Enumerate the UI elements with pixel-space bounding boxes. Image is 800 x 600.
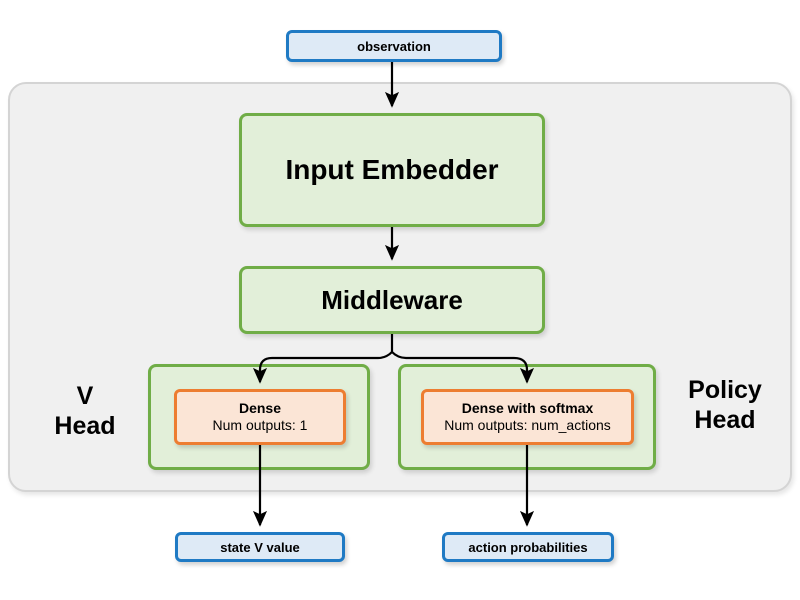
v-head-dense-title: Dense (238, 399, 282, 416)
policy-head-label-line1: Policy (688, 376, 762, 404)
observation-input-box[interactable]: observation (286, 30, 502, 62)
policy-head-dense-title: Dense with softmax (461, 399, 594, 416)
policy-head-dense-box[interactable]: Dense with softmax Num outputs: num_acti… (421, 389, 634, 445)
action-probabilities-label: action probabilities (468, 539, 588, 555)
policy-head-label: Policy Head (660, 376, 790, 435)
policy-head-dense-subtitle: Num outputs: num_actions (444, 417, 611, 433)
v-head-label: V Head (30, 382, 140, 441)
policy-head-label-line2: Head (694, 405, 756, 434)
v-head-label-line1: V (76, 382, 94, 410)
state-v-value-label: state V value (220, 539, 300, 555)
middleware-box[interactable]: Middleware (239, 266, 545, 334)
v-head-dense-box[interactable]: Dense Num outputs: 1 (174, 389, 346, 445)
v-head-dense-subtitle: Num outputs: 1 (212, 417, 308, 433)
action-probabilities-output-box[interactable]: action probabilities (442, 532, 614, 562)
input-embedder-label: Input Embedder (285, 154, 499, 185)
state-v-value-output-box[interactable]: state V value (175, 532, 345, 562)
input-embedder-box[interactable]: Input Embedder (239, 113, 545, 227)
observation-label: observation (357, 38, 431, 54)
v-head-label-line2: Head (54, 411, 116, 440)
middleware-label: Middleware (321, 284, 463, 315)
